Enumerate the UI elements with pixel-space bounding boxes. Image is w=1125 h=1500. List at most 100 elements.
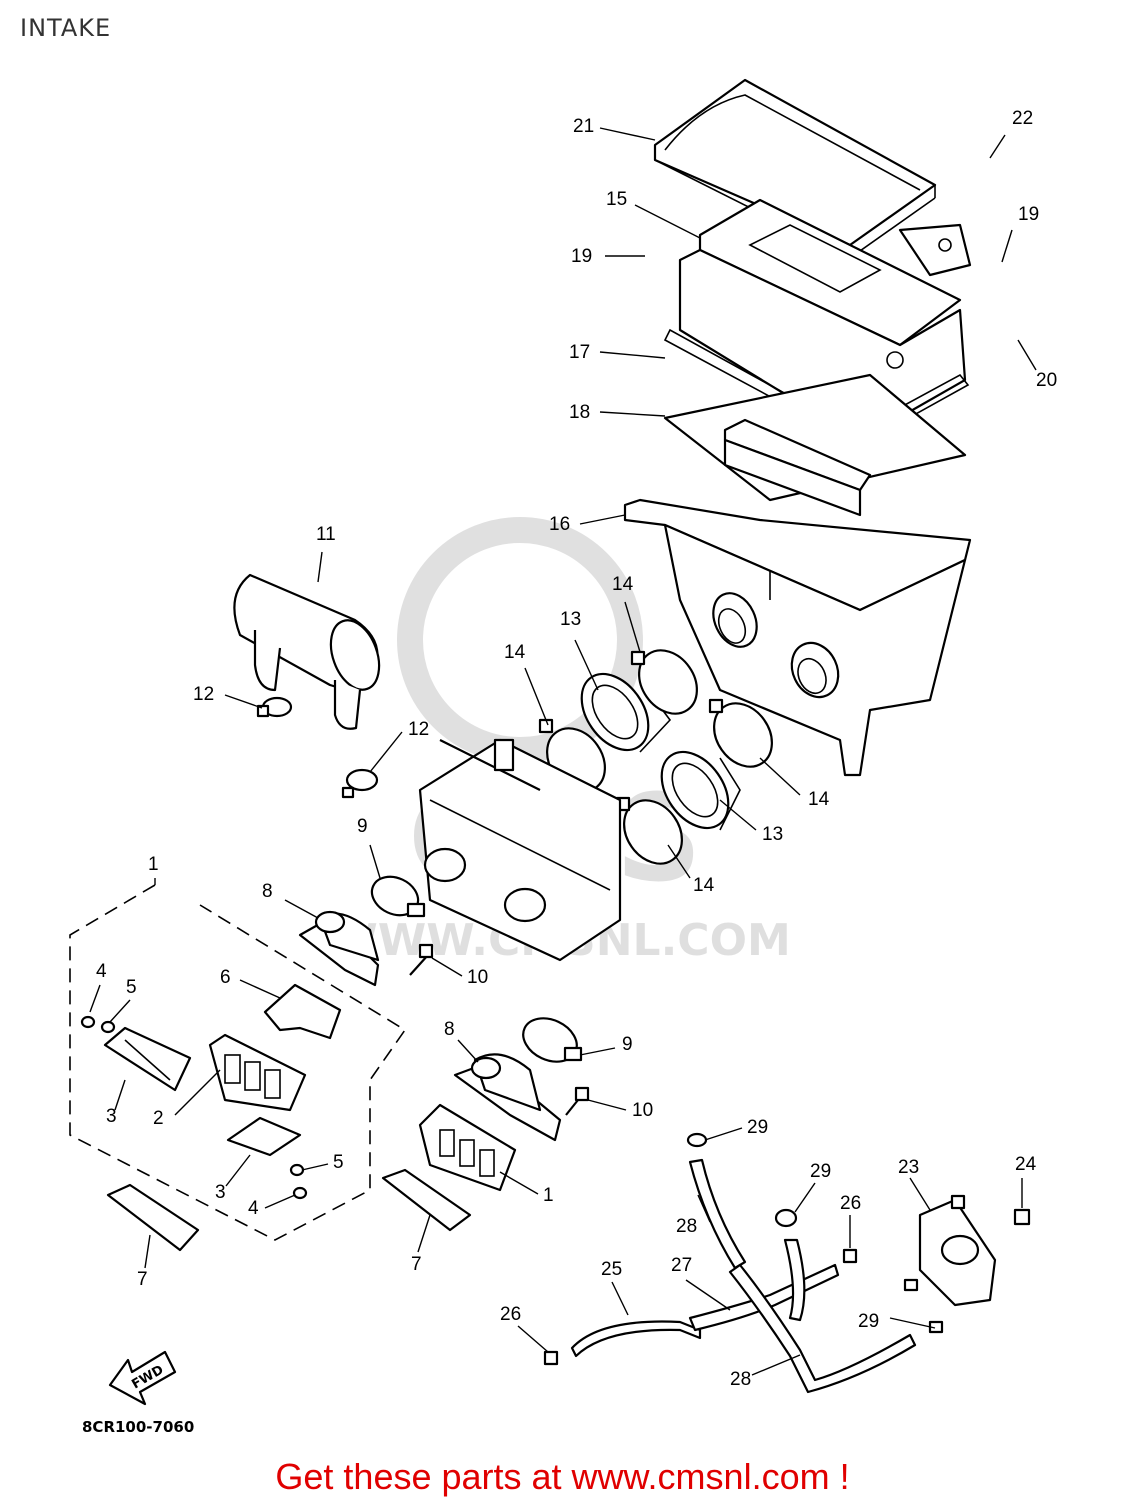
part-10-bolt-a bbox=[409, 943, 434, 976]
leader-line-c12b bbox=[369, 731, 403, 773]
leader-line-c22 bbox=[989, 134, 1006, 159]
leader-line-c14c bbox=[759, 757, 801, 796]
callout-c18: 18 bbox=[569, 402, 590, 423]
callout-c13b: 13 bbox=[762, 824, 783, 845]
part-13-joint-a bbox=[580, 672, 672, 753]
leader-line-c2 bbox=[174, 1069, 221, 1116]
callout-c8b: 8 bbox=[444, 1019, 455, 1040]
leader-line-c29a bbox=[704, 1127, 743, 1141]
leader-line-c25 bbox=[611, 1281, 629, 1316]
leader-line-c5a bbox=[109, 999, 131, 1023]
leader-line-c8a bbox=[284, 899, 319, 919]
leader-lines bbox=[89, 127, 1037, 1376]
page-title: INTAKE bbox=[20, 14, 112, 42]
callout-c16: 16 bbox=[549, 514, 570, 535]
callout-c19b: 19 bbox=[1018, 204, 1039, 225]
leader-line-c26b bbox=[517, 1325, 549, 1353]
part-24-nut bbox=[1013, 1208, 1031, 1226]
callout-c1a: 1 bbox=[148, 854, 159, 875]
part-28-hose-c bbox=[783, 1238, 806, 1322]
part-16-lower-case bbox=[623, 498, 972, 777]
callout-c29c: 29 bbox=[858, 1311, 879, 1332]
leader-line-c23 bbox=[909, 1177, 931, 1211]
part-1-reed-valve-b bbox=[418, 1103, 517, 1192]
part-2-reed-valve bbox=[208, 1033, 307, 1112]
leader-line-c15 bbox=[634, 204, 701, 239]
part-29-clip-b bbox=[774, 1208, 798, 1228]
leader-line-c20 bbox=[1017, 339, 1037, 371]
leader-line-c13b bbox=[719, 799, 757, 831]
leader-line-c3a bbox=[114, 1079, 126, 1111]
leader-line-c13a bbox=[574, 639, 599, 691]
callout-c7a: 7 bbox=[137, 1269, 148, 1290]
part-26-clip-a bbox=[842, 1248, 858, 1264]
callout-c27: 27 bbox=[671, 1255, 692, 1276]
part-10-bolt-b bbox=[565, 1086, 590, 1116]
part-8-manifold-a bbox=[298, 910, 380, 987]
part-9-clamp-b bbox=[522, 1017, 583, 1063]
part-12-clamp-b bbox=[341, 768, 379, 799]
part-7-gasket-b bbox=[381, 1168, 472, 1232]
callout-c29b: 29 bbox=[810, 1161, 831, 1182]
callout-c1b: 1 bbox=[543, 1185, 554, 1206]
part-filter-element bbox=[723, 418, 872, 517]
callout-c28a: 28 bbox=[676, 1216, 697, 1237]
callout-c23: 23 bbox=[898, 1157, 919, 1178]
leader-line-c19b bbox=[1001, 229, 1013, 263]
part-9-clamp-a bbox=[370, 875, 426, 918]
footer-banner[interactable]: Get these parts at www.cmsnl.com ! bbox=[275, 1456, 850, 1497]
callout-c26b: 26 bbox=[500, 1304, 521, 1325]
leader-line-c4a bbox=[89, 984, 101, 1013]
part-3-reed-plate-a bbox=[103, 1026, 192, 1092]
part-7-gasket-a bbox=[106, 1183, 200, 1252]
callout-c19a: 19 bbox=[571, 246, 592, 267]
callout-c21: 21 bbox=[573, 116, 594, 137]
reed-valve-assembly-boundary bbox=[69, 884, 407, 1241]
leader-line-c11 bbox=[317, 551, 323, 583]
leader-line-c8b bbox=[457, 1039, 479, 1063]
callout-c6: 6 bbox=[220, 967, 231, 988]
leader-line-c21 bbox=[599, 127, 656, 141]
part-14-clamp-a bbox=[630, 649, 698, 715]
drawing-code: 8CR100-7060 bbox=[82, 1418, 195, 1436]
callout-c14c: 14 bbox=[808, 789, 830, 810]
callout-c26a: 26 bbox=[840, 1193, 861, 1214]
leader-line-c10a bbox=[431, 957, 463, 977]
part-4-screw-a bbox=[80, 1015, 96, 1029]
callout-c24: 24 bbox=[1015, 1154, 1037, 1175]
part-8-manifold-b bbox=[453, 1053, 562, 1142]
callout-c28b: 28 bbox=[730, 1369, 751, 1390]
callout-c10b: 10 bbox=[632, 1100, 653, 1121]
part-11-silencer bbox=[233, 573, 381, 730]
leader-line-c12a bbox=[224, 694, 263, 709]
leader-line-c14a bbox=[624, 601, 641, 653]
callout-c3a: 3 bbox=[106, 1106, 117, 1127]
part-5-washer-b bbox=[289, 1163, 305, 1177]
callout-c12a: 12 bbox=[193, 684, 214, 705]
leader-line-c28b bbox=[751, 1354, 801, 1376]
leader-line-c27 bbox=[685, 1279, 731, 1311]
forward-arrow-icon: FWD bbox=[108, 1350, 177, 1406]
callout-c12b: 12 bbox=[408, 719, 429, 740]
part-14-clamp-b bbox=[708, 698, 773, 768]
callout-c3b: 3 bbox=[215, 1182, 226, 1203]
callout-c14d: 14 bbox=[693, 875, 715, 896]
part-29-clip-a bbox=[686, 1132, 708, 1148]
leader-line-c5b bbox=[301, 1163, 329, 1171]
callout-c17: 17 bbox=[569, 342, 590, 363]
leader-line-c16 bbox=[579, 514, 626, 525]
part-6-stopper bbox=[263, 983, 342, 1040]
part-23-fuel-pump bbox=[918, 1194, 997, 1307]
part-3-reed-plate-b bbox=[226, 1116, 302, 1157]
part-28-hose-a bbox=[688, 1158, 747, 1270]
callout-c15: 15 bbox=[606, 189, 627, 210]
leader-line-c28a bbox=[697, 1194, 711, 1223]
callout-c4b: 4 bbox=[248, 1198, 259, 1219]
leader-line-c4b bbox=[264, 1194, 296, 1209]
callout-c7b: 7 bbox=[411, 1254, 422, 1275]
leader-line-c6 bbox=[239, 979, 281, 999]
part-12-clamp-a bbox=[256, 696, 293, 718]
callout-c4a: 4 bbox=[96, 961, 107, 982]
callout-c9a: 9 bbox=[357, 816, 368, 837]
